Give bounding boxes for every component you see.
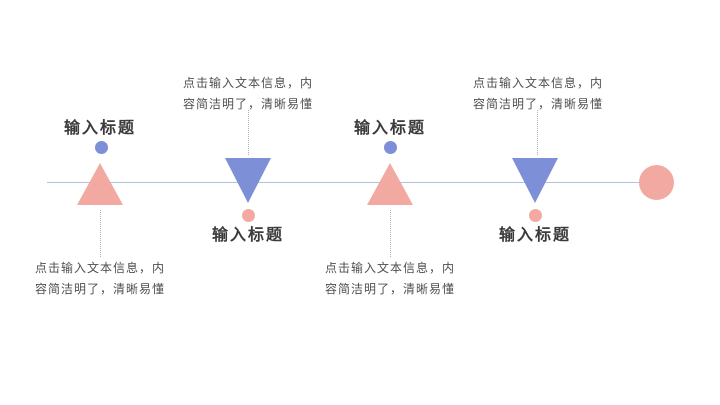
item-body-line: 容简洁明了，清晰易懂 <box>324 282 455 296</box>
marker-dot-icon <box>242 209 255 222</box>
marker-dot-icon <box>95 141 108 154</box>
timeline-axis-line <box>47 182 640 183</box>
item-title[interactable]: 输入标题 <box>353 118 426 137</box>
item-body-line: 点击输入文本信息，内 <box>34 261 165 275</box>
item-body-line: 点击输入文本信息，内 <box>324 261 455 275</box>
item-body[interactable]: 点击输入文本信息，内 容简洁明了，清晰易懂 <box>168 73 328 115</box>
connector-dotted-line <box>390 210 391 257</box>
triangle-down-icon <box>512 158 558 203</box>
connector-dotted-line <box>100 210 101 257</box>
connector-dotted-line <box>248 110 249 155</box>
item-body[interactable]: 点击输入文本信息，内 容简洁明了，清晰易懂 <box>20 258 180 300</box>
marker-dot-icon <box>529 209 542 222</box>
item-body[interactable]: 点击输入文本信息，内 容简洁明了，清晰易懂 <box>458 73 618 115</box>
timeline-end-circle <box>639 165 674 200</box>
item-body-line: 容简洁明了，清晰易懂 <box>34 282 165 296</box>
connector-dotted-line <box>537 110 538 155</box>
marker-dot-icon <box>384 141 397 154</box>
item-body[interactable]: 点击输入文本信息，内 容简洁明了，清晰易懂 <box>310 258 470 300</box>
item-title[interactable]: 输入标题 <box>63 118 136 137</box>
triangle-down-icon <box>225 158 271 203</box>
triangle-up-icon <box>77 163 123 205</box>
item-body-line: 容简洁明了，清晰易懂 <box>182 97 313 111</box>
item-body-line: 容简洁明了，清晰易懂 <box>472 97 603 111</box>
item-title[interactable]: 输入标题 <box>211 225 284 244</box>
item-body-line: 点击输入文本信息，内 <box>182 76 313 90</box>
triangle-up-icon <box>367 163 413 205</box>
item-body-line: 点击输入文本信息，内 <box>472 76 603 90</box>
item-title[interactable]: 输入标题 <box>498 225 571 244</box>
